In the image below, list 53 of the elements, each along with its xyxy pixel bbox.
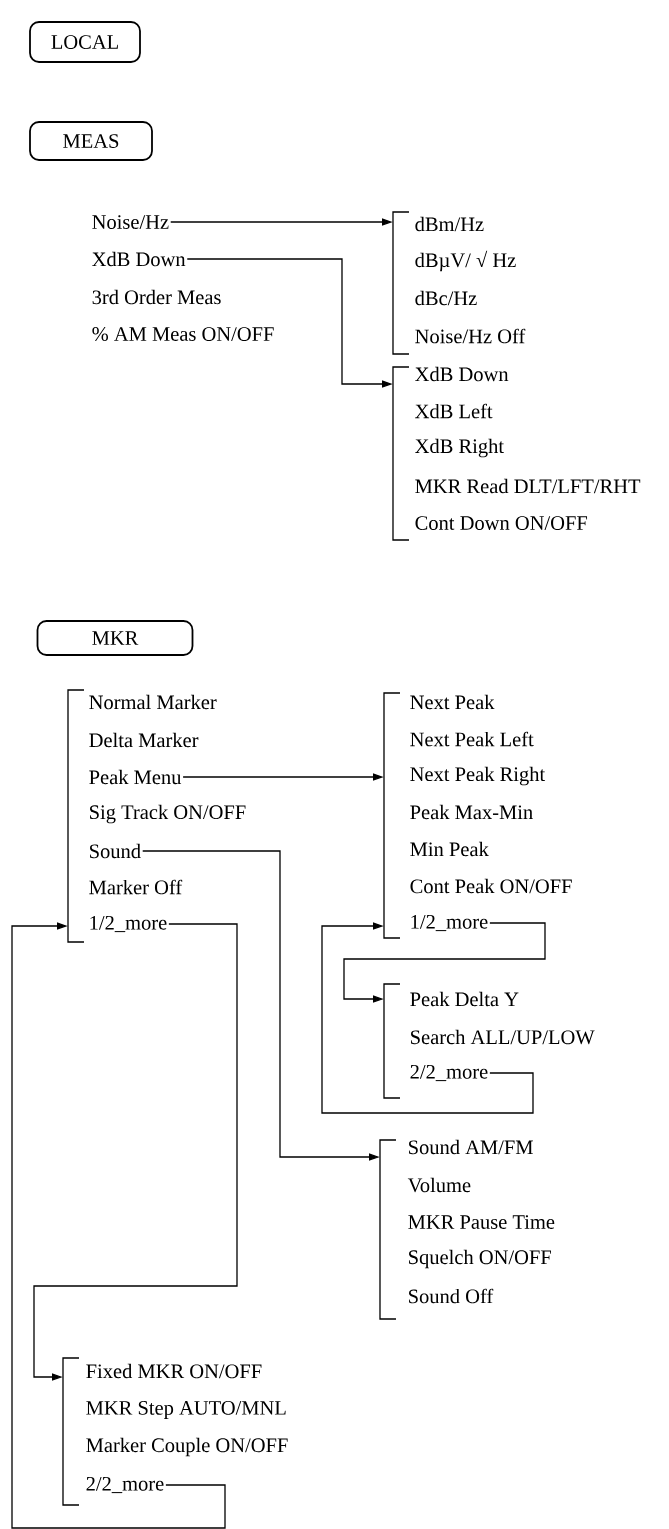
- menu-bracket: [379, 1139, 397, 1320]
- menu-item: Fixed MKR ON/OFF: [86, 1363, 262, 1379]
- menu-item: Noise/Hz Off: [415, 328, 526, 344]
- menu-item: Cont Peak ON/OFF: [410, 878, 572, 894]
- menu-item: Volume: [407, 1177, 471, 1193]
- key-button: MKR: [36, 620, 194, 656]
- menu-item: MKR Pause Time: [408, 1215, 555, 1229]
- menu-item: 2/2_more: [410, 1064, 488, 1082]
- menu-item: 1/2_more: [411, 914, 488, 932]
- menu-item: Marker Off: [89, 879, 183, 895]
- connector-arrow: [11, 922, 226, 1529]
- menu-item: Peak Delta Y: [410, 991, 519, 1007]
- menu-item: Peak Menu: [89, 769, 182, 785]
- menu-item: Marker Couple ON/OFF: [86, 1437, 288, 1457]
- connector-arrow: [321, 922, 534, 1114]
- connector-arrow: [33, 923, 238, 1381]
- menu-item: MKR Step AUTO/MNL: [86, 1401, 286, 1419]
- menu-item: Sound AM/FM: [409, 1139, 533, 1155]
- menu-bracket: [392, 366, 410, 541]
- menu-bracket: [392, 211, 410, 355]
- menu-item: XdB Down: [415, 366, 509, 382]
- menu-item: 2/2_more: [86, 1476, 164, 1494]
- menu-item: dBµV/ √ Hz: [415, 250, 516, 272]
- menu-item: Noise/Hz: [92, 215, 169, 229]
- menu-item: dBc/Hz: [415, 290, 477, 306]
- menu-item: 1/2_more: [90, 915, 167, 933]
- menu-item: Next Peak Left: [410, 731, 534, 747]
- menu-item: dBm/Hz: [415, 216, 484, 232]
- menu-bracket: [67, 689, 85, 943]
- menu-item: XdB Down: [92, 251, 186, 267]
- menu-item: % AM Meas ON/OFF: [92, 327, 274, 341]
- menu-item: Sound Off: [409, 1288, 494, 1304]
- menu-item: Squelch ON/OFF: [409, 1249, 551, 1269]
- menu-item: Search ALL/UP/LOW: [411, 1029, 595, 1045]
- menu-item: 3rd Order Meas: [92, 289, 221, 305]
- menu-bracket: [383, 983, 401, 1099]
- menu-item: Next Peak: [410, 694, 495, 710]
- menu-item: XdB Left: [415, 403, 493, 419]
- menu-item: Delta Marker: [89, 732, 199, 748]
- menu-bracket: [62, 1357, 80, 1506]
- menu-item: Normal Marker: [89, 694, 217, 710]
- key-button: MEAS: [29, 121, 153, 161]
- menu-item: Next Peak Right: [410, 766, 546, 786]
- key-button: LOCAL: [29, 21, 141, 63]
- menu-item: XdB Right: [415, 438, 504, 458]
- connector-arrow: [343, 922, 546, 1003]
- menu-item: MKR Read DLT/LFT/RHT: [415, 478, 641, 494]
- menu-item: Cont Down ON/OFF: [415, 516, 588, 530]
- menu-item: Sound: [90, 843, 141, 859]
- menu-item: Min Peak: [410, 841, 489, 857]
- menu-bracket: [383, 692, 401, 939]
- menu-item: Sig Track ON/OFF: [90, 804, 246, 824]
- menu-item: Peak Max-Min: [410, 804, 533, 820]
